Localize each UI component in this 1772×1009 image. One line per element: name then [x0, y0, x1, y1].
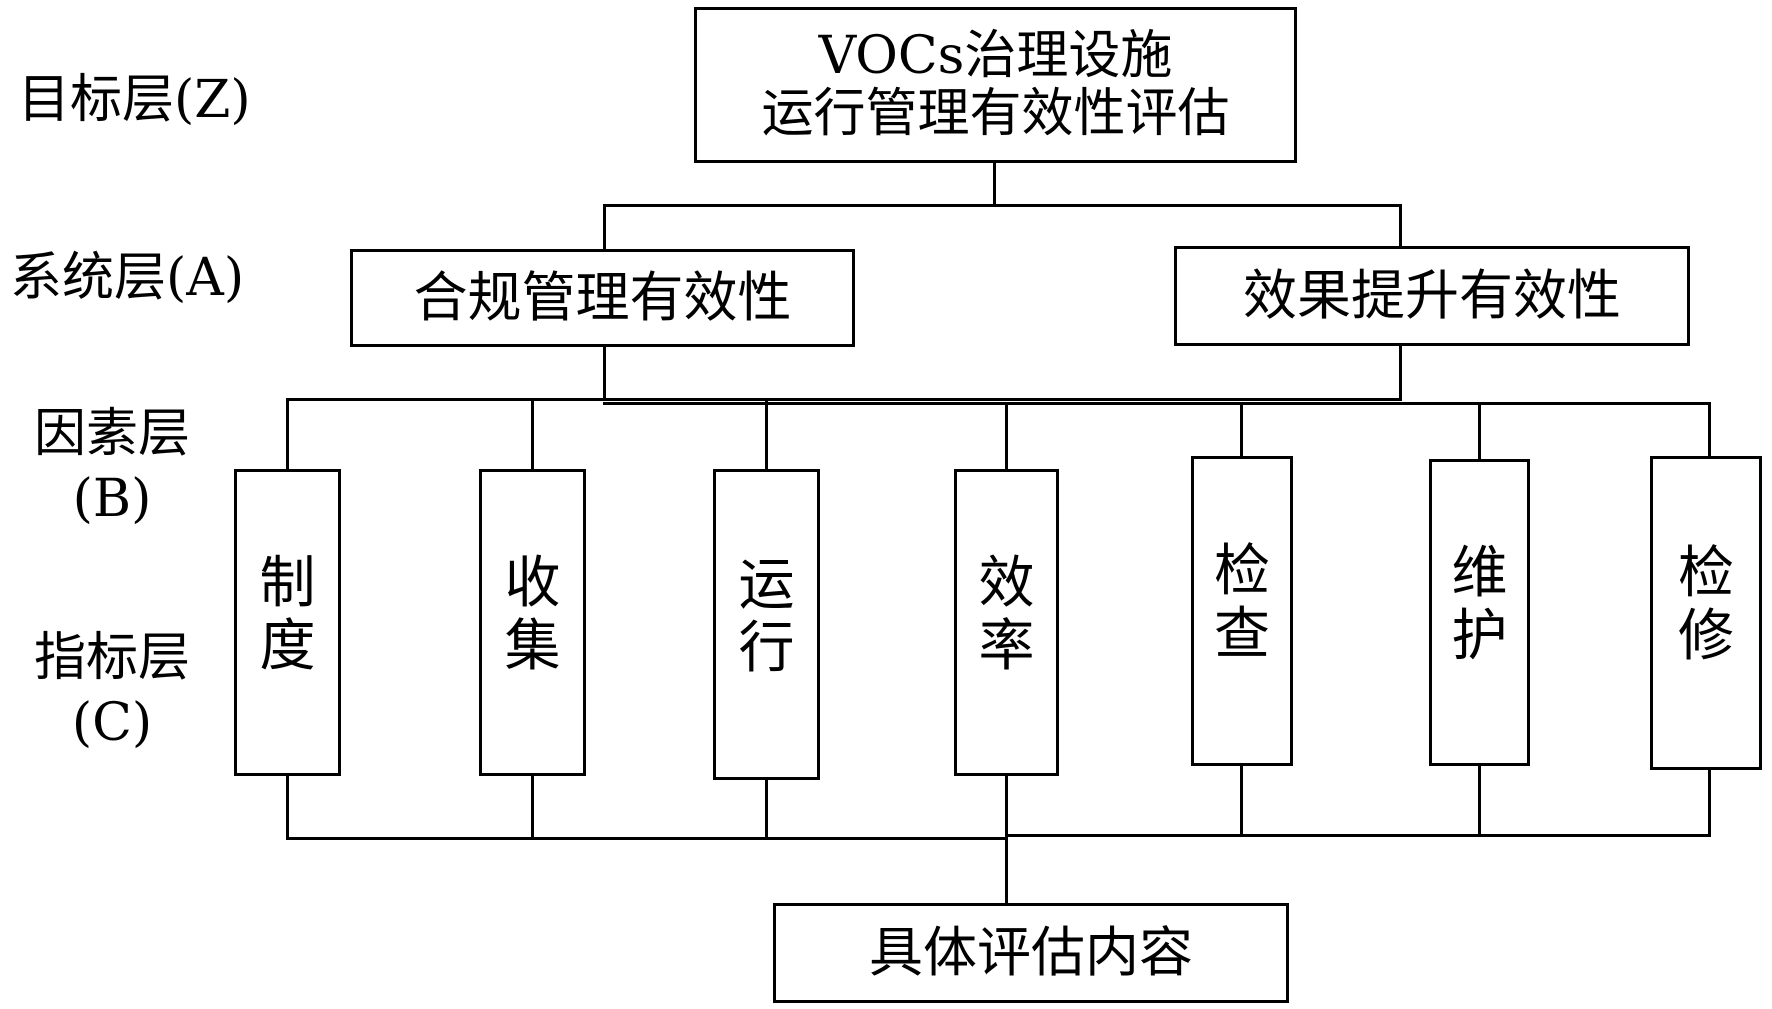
connector-factor-1-up	[286, 398, 289, 470]
factor-label: 收集	[504, 550, 561, 679]
connector-factor-5-down	[1240, 764, 1243, 837]
system-label-compliance: 合规管理有效性	[413, 265, 792, 329]
connector-bottom-bus-right	[1005, 834, 1711, 837]
connector-system-left-up	[603, 204, 606, 250]
factor-box-operation: 运行	[713, 469, 820, 780]
factor-label: 制度	[259, 550, 316, 679]
connector-factor-2-up	[531, 398, 534, 470]
connector-factor-5-up	[1240, 402, 1243, 457]
connector-factor-bus-right	[603, 402, 1711, 405]
factor-box-maintenance: 维护	[1429, 459, 1530, 766]
factor-box-collection: 收集	[479, 469, 586, 776]
layer-label-goal-text: 目标层(Z)	[18, 70, 251, 130]
layer-label-factor-line-1: 因素层	[33, 404, 190, 464]
goal-label-line-1: VOCs治理设施	[818, 25, 1173, 86]
factor-label: 检修	[1678, 541, 1734, 669]
system-box-compliance: 合规管理有效性	[350, 249, 855, 347]
connector-factor-6-up	[1478, 402, 1481, 460]
layer-label-factor: 因素层 (B)	[8, 402, 216, 532]
connector-factor-3-down	[765, 778, 768, 840]
factor-label: 运行	[738, 552, 795, 681]
connector-final-up	[1005, 834, 1008, 904]
layer-label-indicator-line-1: 指标层	[33, 628, 190, 688]
connector-factor-6-down	[1478, 764, 1481, 837]
layer-label-factor-line-2: (B)	[72, 469, 152, 529]
connector-factor-3-up	[765, 398, 768, 470]
factor-box-efficiency: 效率	[954, 469, 1059, 776]
connector-factor-7-up	[1708, 402, 1711, 457]
layer-label-indicator-line-2: (C)	[71, 693, 153, 753]
connector-system-right-down	[1399, 345, 1402, 401]
factor-box-overhaul: 检修	[1650, 456, 1762, 770]
system-box-improvement: 效果提升有效性	[1174, 246, 1690, 346]
connector-factor-4-up	[1005, 402, 1008, 470]
goal-box: VOCs治理设施 运行管理有效性评估	[694, 7, 1297, 163]
layer-label-system: 系统层(A)	[10, 246, 244, 311]
connector-goal-down	[993, 160, 996, 207]
connector-factor-4-down	[1005, 774, 1008, 837]
goal-label-line-2: 运行管理有效性评估	[761, 84, 1230, 144]
layer-label-system-text: 系统层(A)	[10, 248, 245, 308]
layer-label-goal: 目标层(Z)	[18, 68, 251, 133]
factor-label: 检查	[1214, 539, 1270, 667]
factor-label: 维护	[1451, 540, 1508, 669]
goal-label: VOCs治理设施 运行管理有效性评估	[697, 25, 1294, 144]
factor-label: 效率	[978, 550, 1035, 679]
layer-label-indicator: 指标层 (C)	[8, 626, 216, 756]
connector-system-right-up	[1399, 204, 1402, 247]
factor-box-system: 制度	[234, 469, 341, 776]
connector-factor-bus-left	[286, 398, 1402, 401]
connector-factor-1-down	[286, 774, 289, 840]
connector-factor-2-down	[531, 774, 534, 840]
connector-bottom-bus-left	[286, 837, 1008, 840]
final-label: 具体评估内容	[869, 920, 1193, 984]
factor-box-inspection: 检查	[1191, 456, 1293, 766]
connector-factor-7-down	[1708, 768, 1711, 837]
system-label-improvement: 效果提升有效性	[1243, 263, 1621, 327]
connector-system-left-down	[603, 345, 606, 401]
connector-system-bus	[603, 204, 1402, 207]
final-box: 具体评估内容	[773, 903, 1289, 1003]
